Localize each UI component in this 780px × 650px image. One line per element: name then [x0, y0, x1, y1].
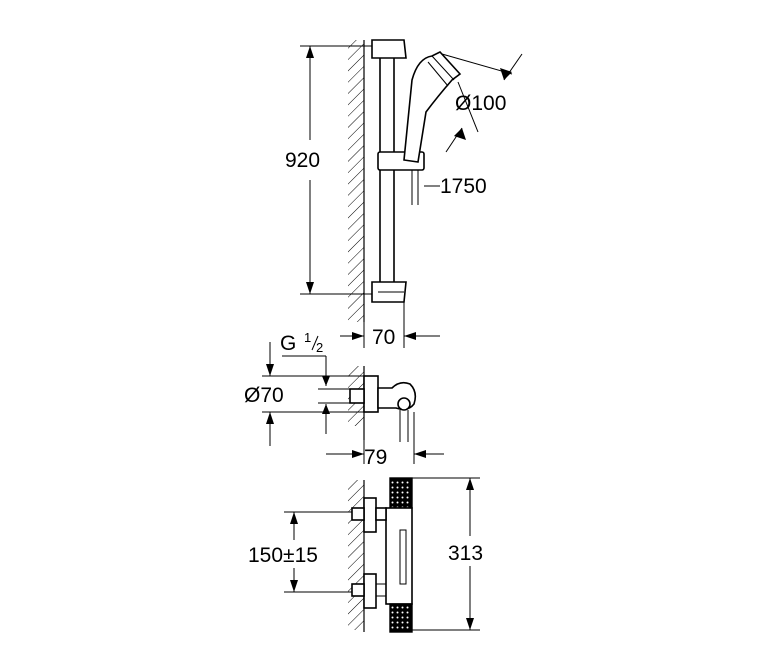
thread-denominator: 2 — [316, 340, 323, 355]
lower-escutcheon — [363, 573, 377, 609]
lower-nut — [351, 583, 365, 597]
escutcheon — [363, 375, 379, 413]
thread-numerator: 1 — [304, 330, 311, 345]
hose-length-label: 1750 — [440, 175, 487, 198]
head-diameter-label: Ø100 — [455, 92, 506, 115]
top-bracket — [371, 39, 407, 59]
inlet-nut — [349, 388, 365, 404]
wall-offset-label: 70 — [372, 326, 395, 349]
mixer-side-view: G 1 2 Ø70 79 — [244, 330, 444, 469]
hand-shower — [403, 51, 462, 163]
wall-hatch-bottom — [348, 480, 364, 630]
upper-escutcheon — [363, 497, 377, 533]
mixer-front-view: 150±15 313 — [248, 477, 483, 633]
upper-nut — [351, 507, 365, 521]
thread-letter: G — [280, 332, 296, 355]
top-handle — [389, 477, 413, 509]
shower-rail-view: 920 Ø100 1750 70 — [285, 39, 523, 349]
outlet-circle — [397, 397, 411, 411]
slide-rail — [379, 55, 395, 289]
temp-indicator — [399, 529, 407, 585]
inlet-spacing-label: 150±15 — [248, 544, 318, 567]
wall-hatch-top — [348, 40, 364, 322]
bottom-handle — [389, 603, 413, 633]
escutcheon-diameter-label: Ø70 — [244, 384, 284, 407]
mixer-depth-label: 79 — [364, 446, 387, 469]
mixer-height-label: 313 — [448, 542, 483, 565]
rail-height-label: 920 — [285, 149, 320, 172]
mixer-body — [385, 507, 413, 605]
